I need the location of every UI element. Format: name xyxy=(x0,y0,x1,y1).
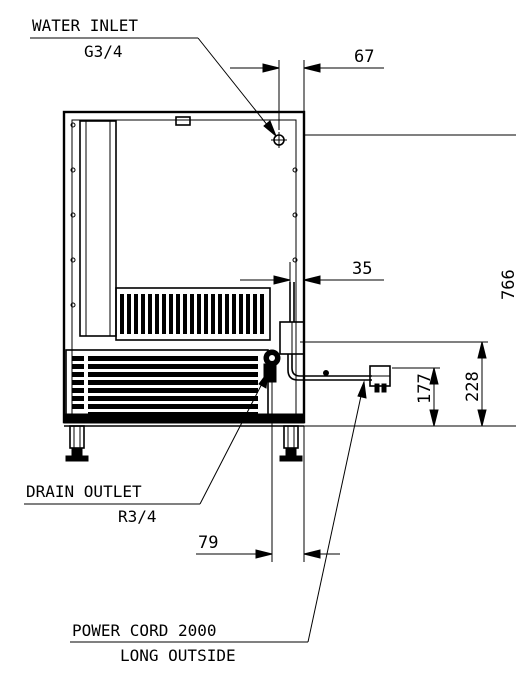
dim-box-height xyxy=(477,341,487,427)
dim-drain-offset xyxy=(196,549,340,559)
water-inlet-size: G3/4 xyxy=(84,42,123,61)
dim-conduit-offset xyxy=(240,275,384,285)
extension-lines xyxy=(271,60,516,562)
dim-inlet-offset-label: 67 xyxy=(354,47,374,67)
power-cord-sub: LONG OUTSIDE xyxy=(120,646,236,665)
left-leg xyxy=(65,425,89,462)
dim-cord-height xyxy=(429,367,439,427)
left-panel xyxy=(79,120,117,337)
leader-lines xyxy=(24,37,367,643)
power-plug-icon xyxy=(369,365,391,393)
dim-conduit-offset-label: 35 xyxy=(352,259,372,279)
drain-outlet-size: R3/4 xyxy=(118,507,157,526)
water-inlet-title: WATER INLET xyxy=(32,16,138,35)
condenser-grille-left xyxy=(72,356,84,409)
frame-screws xyxy=(70,122,298,308)
dim-drain-offset-label: 79 xyxy=(198,533,218,553)
dim-inlet-offset xyxy=(230,63,384,73)
electrical-box xyxy=(279,282,305,355)
water-inlet-fitting xyxy=(271,132,287,148)
power-cord xyxy=(287,354,372,381)
dim-overall-height-label: 766 xyxy=(499,269,516,300)
condenser-grille-lower xyxy=(88,356,258,416)
dim-cord-height-label: 177 xyxy=(415,373,435,404)
condenser-grille-upper xyxy=(120,294,264,334)
base-rail xyxy=(63,413,305,427)
drain-outlet-title: DRAIN OUTLET xyxy=(26,482,142,501)
drain-outlet-fitting xyxy=(263,349,281,383)
right-leg xyxy=(279,425,303,462)
dim-box-height-label: 228 xyxy=(463,371,483,402)
power-cord-title: POWER CORD 2000 xyxy=(72,621,217,640)
